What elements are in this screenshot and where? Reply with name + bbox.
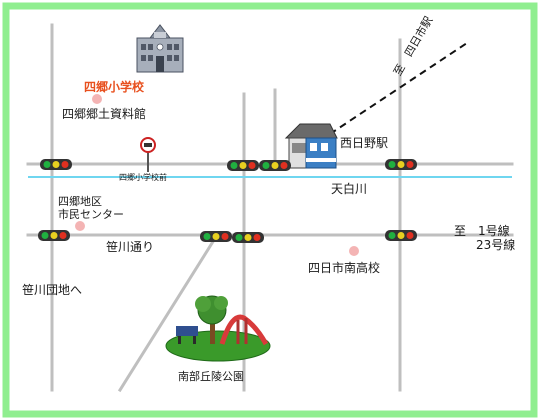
traffic-signal-icon: [38, 230, 70, 241]
traffic-signal-icon: [385, 230, 417, 241]
station-label: 西日野駅: [340, 136, 389, 150]
traffic-signal-icon: [259, 160, 291, 171]
place-marker-dot: [75, 221, 85, 231]
place-dots: [75, 94, 359, 256]
route-direction-label-line2: 23号線: [476, 238, 516, 252]
school-building-icon: [136, 24, 184, 73]
street-label: 笹川通り: [106, 240, 155, 254]
school-label: 四郷小学校: [84, 80, 145, 94]
traffic-signal-icon: [227, 160, 259, 171]
road-diagonal-park: [117, 237, 217, 393]
railway-line: [329, 42, 468, 135]
river-label: 天白川: [331, 182, 368, 196]
place-marker-dot: [349, 246, 359, 256]
traffic-signals: [38, 159, 417, 243]
traffic-signal-icon: [232, 232, 264, 243]
place-marker-dot: [92, 94, 102, 104]
community-center-label-line1: 四郷地区: [58, 195, 102, 208]
traffic-signal-icon: [200, 231, 232, 242]
high-school-label: 四日市南高校: [308, 261, 381, 275]
bus-stop-sign-icon: [140, 137, 156, 172]
train-station-icon: [284, 123, 338, 169]
park-label: 南部丘陵公園: [178, 370, 244, 383]
community-center-label-line2: 市民センター: [58, 208, 124, 221]
museum-label: 四郷郷土資料館: [62, 107, 147, 121]
traffic-signal-icon: [385, 159, 417, 170]
playground-park-icon: [165, 295, 271, 362]
danchi-direction-label: 笹川団地へ: [22, 283, 83, 297]
traffic-signal-icon: [40, 159, 72, 170]
route-direction-label-line1: 至 1号線: [454, 224, 510, 238]
bus-stop-label: 四郷小学校前: [119, 173, 167, 182]
